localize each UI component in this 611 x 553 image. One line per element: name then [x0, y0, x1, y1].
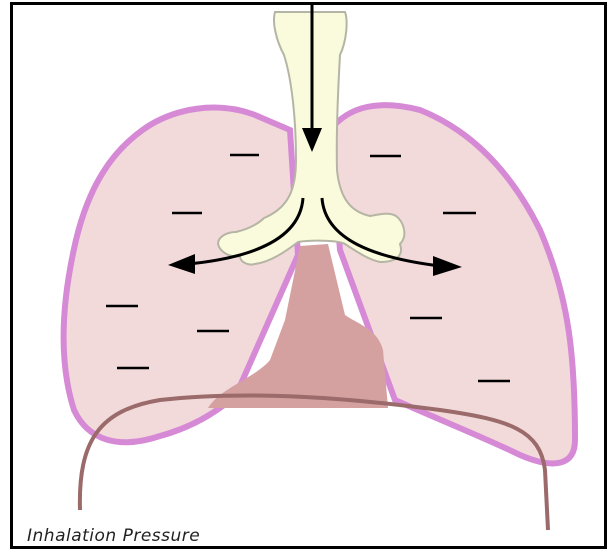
right-lung — [330, 105, 575, 463]
diagram-caption: Inhalation Pressure — [27, 526, 200, 546]
